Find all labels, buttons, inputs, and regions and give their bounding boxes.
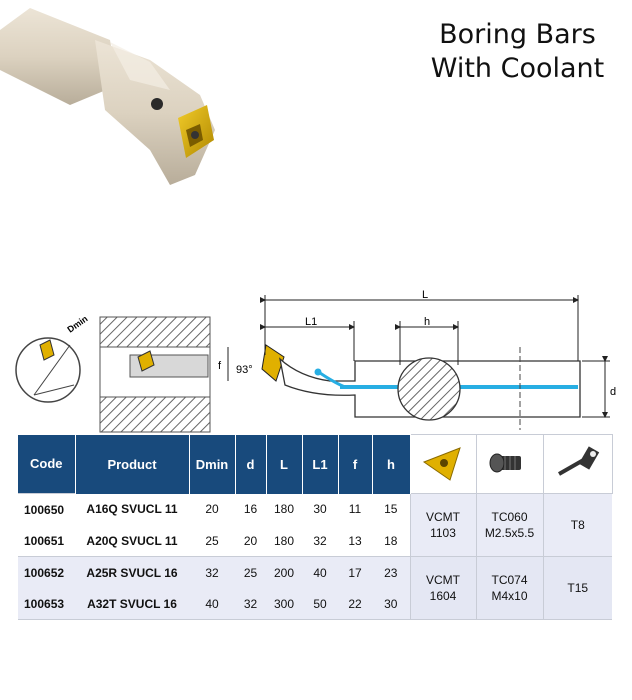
- cell-code: 100651: [18, 525, 75, 557]
- L1-label: L1: [305, 316, 317, 328]
- cell-h: 18: [372, 525, 410, 557]
- cell-code: 100653: [18, 588, 75, 620]
- cell-d: 20: [235, 525, 266, 557]
- insert-icon: [409, 434, 477, 494]
- cell-L: 200: [266, 556, 302, 588]
- table-header-row: Code Product Dmin d L L1 f h: [18, 434, 613, 494]
- cell-dmin: 20: [189, 493, 235, 525]
- angle-label: 93°: [236, 364, 253, 376]
- cell-prod: A16Q SVUCL 11: [75, 493, 189, 525]
- key-spec-line1: T15: [567, 581, 589, 595]
- insert-spec-cell: VCMT 1103: [409, 493, 476, 557]
- key-spec-cell: T15: [542, 556, 612, 620]
- screw-spec-line1: TC060: [491, 510, 528, 524]
- h-label: h: [424, 316, 430, 328]
- cell-f: 17: [338, 556, 372, 588]
- title-line1: Boring Bars: [439, 19, 596, 50]
- col-header-h: h: [372, 434, 411, 494]
- col-header-code: Code: [18, 434, 76, 494]
- dmin-detail: Dmin: [15, 314, 90, 403]
- cell-h: 23: [372, 556, 410, 588]
- cell-h: 30: [372, 588, 410, 620]
- col-header-L: L: [266, 434, 303, 494]
- col-header-dmin: Dmin: [189, 434, 236, 494]
- screw-spec-line2: M2.5x5.5: [484, 526, 535, 540]
- insert-spec-line2: 1604: [429, 589, 457, 603]
- page-title: Boring Bars With Coolant: [410, 18, 625, 86]
- cell-L1: 50: [302, 588, 338, 620]
- key-spec-line1: T8: [570, 518, 585, 532]
- cell-d: 16: [235, 493, 266, 525]
- insert-spec-cell: VCMT 1604: [409, 556, 476, 620]
- cell-L: 180: [266, 525, 302, 557]
- cell-dmin: 25: [189, 525, 235, 557]
- cell-d: 32: [235, 588, 266, 620]
- col-header-product: Product: [75, 434, 190, 494]
- screw-icon: [475, 434, 544, 494]
- screw-spec-line1: TC074: [491, 573, 528, 587]
- cell-L1: 30: [302, 493, 338, 525]
- L-label: L: [422, 289, 428, 301]
- insert-spec-line1: VCMT: [426, 573, 460, 587]
- dmin-label: Dmin: [65, 314, 89, 335]
- insert-spec-line1: VCMT: [426, 510, 460, 524]
- cell-dmin: 40: [189, 588, 235, 620]
- d-label: d: [610, 386, 616, 398]
- boring-bar-photo: [0, 8, 215, 185]
- cell-dmin: 32: [189, 556, 235, 588]
- cell-L1: 40: [302, 556, 338, 588]
- title-line2: With Coolant: [430, 53, 605, 84]
- torx-key-icon: [542, 434, 613, 494]
- col-header-d: d: [235, 434, 267, 494]
- f-label: f: [218, 360, 222, 372]
- cell-f: 22: [338, 588, 372, 620]
- cell-h: 15: [372, 493, 410, 525]
- cell-prod: A32T SVUCL 16: [75, 588, 189, 620]
- cell-L: 300: [266, 588, 302, 620]
- col-header-L1: L1: [302, 434, 339, 494]
- cell-prod: A20Q SVUCL 11: [75, 525, 189, 557]
- insert-spec-line2: 1103: [430, 526, 456, 540]
- bore-section: [99, 316, 211, 433]
- cell-code: 100650: [18, 493, 75, 525]
- screw-spec-line2: M4x10: [491, 589, 528, 603]
- cell-f: 13: [338, 525, 372, 557]
- col-header-f: f: [338, 434, 373, 494]
- cell-L1: 32: [302, 525, 338, 557]
- cell-L: 180: [266, 493, 302, 525]
- cell-code: 100652: [18, 556, 75, 588]
- cell-f: 11: [338, 493, 372, 525]
- key-spec-cell: T8: [542, 493, 612, 557]
- cell-d: 25: [235, 556, 266, 588]
- technical-drawing: Dmin f 93° L L1 h d: [15, 289, 616, 433]
- cell-prod: A25R SVUCL 16: [75, 556, 189, 588]
